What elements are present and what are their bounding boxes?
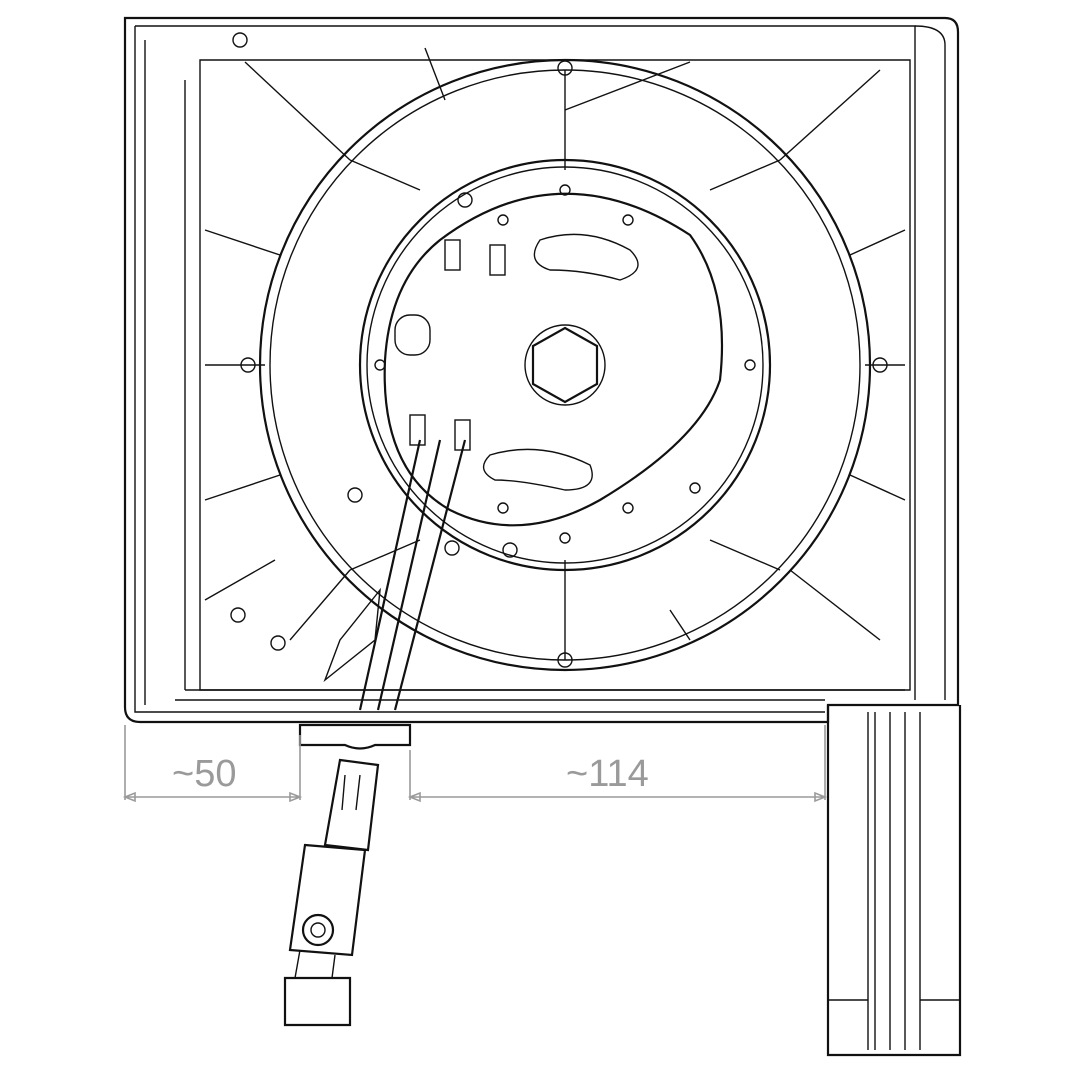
cam-plate xyxy=(383,192,724,527)
housing xyxy=(123,16,960,724)
hex-hub xyxy=(531,326,599,404)
drum xyxy=(258,58,872,672)
bolt-holes xyxy=(230,32,888,668)
guide-rail xyxy=(826,705,962,1057)
crank-rod xyxy=(323,439,467,711)
crank-handle xyxy=(283,723,412,1027)
dimension-label-left: ~50 xyxy=(172,753,237,795)
dimension-label-right: ~114 xyxy=(566,753,649,795)
dimension-lines xyxy=(122,725,828,803)
frame-braces xyxy=(204,47,906,660)
